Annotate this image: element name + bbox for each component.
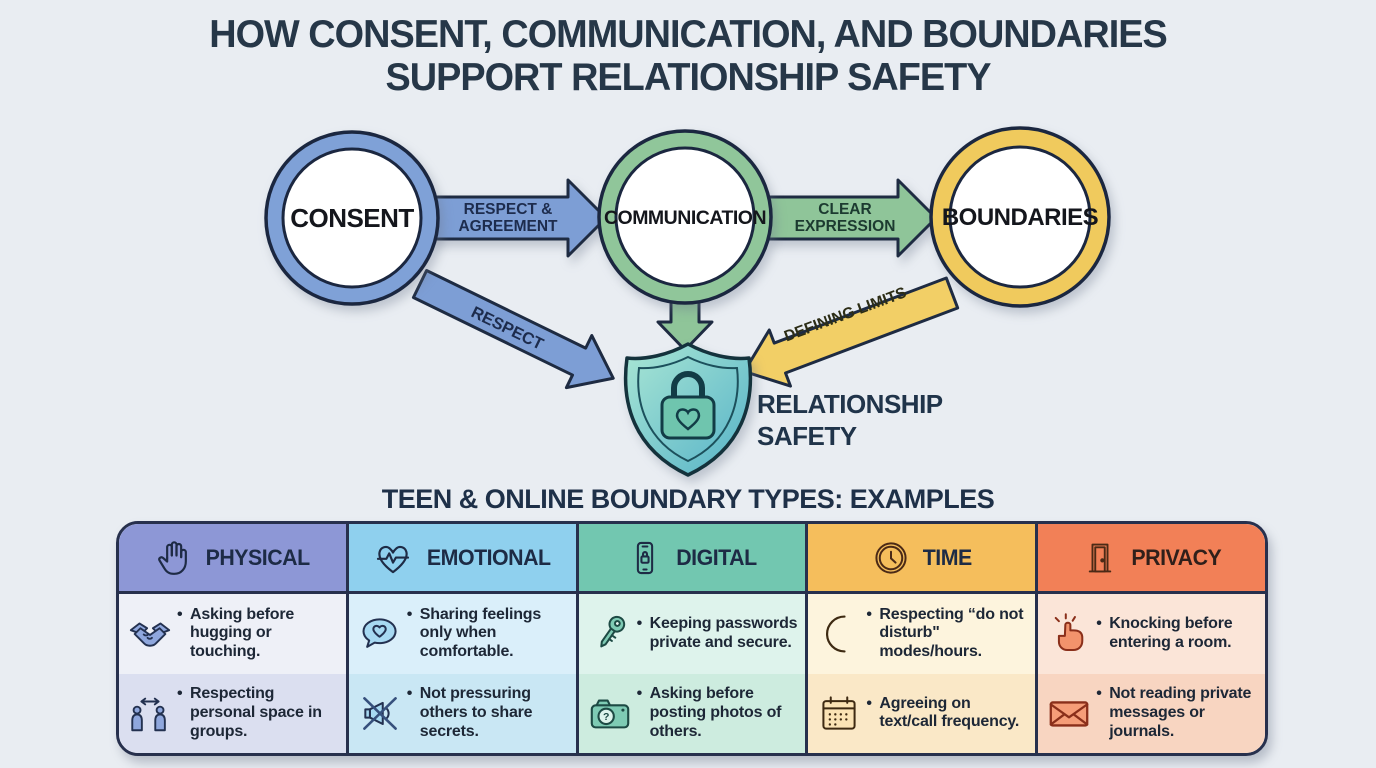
boundary-types-table: PHYSICAL Asking before hugging or touchi… — [116, 521, 1268, 756]
column-privacy-header: PRIVACY — [1038, 524, 1265, 594]
outcome-label-line1: RELATIONSHIP — [757, 389, 943, 419]
column-privacy-label: PRIVACY — [1131, 544, 1222, 570]
heart-pulse-icon — [372, 538, 414, 578]
table-title: TEEN & ONLINE BOUNDARY TYPES: EXAMPLES — [381, 484, 995, 514]
cell-privacy-2: Not reading private messages or journals… — [1038, 673, 1265, 753]
clock-icon — [871, 538, 911, 578]
shield-icon — [623, 342, 753, 477]
page-title-line1: HOW CONSENT, COMMUNICATION, AND BOUNDARI… — [209, 13, 1167, 56]
cell-emotional-1: Sharing feelings only when comfortable. — [348, 594, 576, 674]
personal-space-icon — [123, 690, 177, 736]
envelope-icon — [1042, 690, 1096, 736]
arrow-communication-to-boundaries — [766, 178, 938, 258]
cell-text: Agreeing on text/call frequency. — [866, 695, 1029, 732]
column-digital-header: DIGITAL — [578, 524, 806, 594]
arrow-consent-to-safety — [411, 269, 615, 390]
outcome-label-line2: SAFETY — [757, 421, 857, 451]
node-boundaries — [929, 126, 1111, 308]
flow-diagram: CONSENT COMMUNICATION BOUNDARIES RESPECT… — [264, 126, 1111, 477]
key-icon — [583, 612, 637, 656]
calendar-icon — [812, 691, 866, 735]
cell-text: Respecting “do not disturb" modes/hours. — [866, 606, 1029, 662]
column-physical-label: PHYSICAL — [205, 544, 311, 570]
cell-physical-1: Asking before hugging or touching. — [119, 594, 346, 674]
hand-icon — [153, 538, 193, 578]
phone-lock-icon — [626, 537, 664, 579]
column-privacy: PRIVACY Knocking before entering a room. — [1038, 524, 1265, 753]
node-consent — [264, 130, 440, 306]
column-emotional-header: EMOTIONAL — [348, 524, 576, 594]
page-title-line2: SUPPORT RELATIONSHIP SAFETY — [385, 55, 991, 99]
arrow-label-respect-agreement-1: RESPECT & — [464, 201, 553, 218]
svg-text:?: ? — [603, 711, 609, 723]
cell-text: Asking before hugging or touching. — [177, 606, 340, 662]
cell-time-2: Agreeing on text/call frequency. — [808, 673, 1036, 753]
cell-text: Not reading private messages or journals… — [1096, 685, 1259, 741]
column-emotional-label: EMOTIONAL — [426, 544, 551, 570]
arrow-consent-to-communication — [428, 178, 608, 258]
column-time-label: TIME — [922, 544, 973, 570]
column-time: TIME Respecting “do not disturb" modes/h… — [808, 524, 1039, 753]
cell-digital-1: Keeping passwords private and secure. — [578, 594, 806, 674]
cell-emotional-2: Not pressuring others to share secrets. — [348, 673, 576, 753]
cell-text: Asking before posting photos of others. — [637, 685, 800, 741]
column-time-header: TIME — [808, 524, 1036, 594]
node-communication — [597, 129, 773, 305]
cell-text: Not pressuring others to share secrets. — [407, 685, 570, 741]
speech-heart-icon — [353, 612, 407, 656]
node-boundaries-label: BOUNDARIES — [942, 204, 1099, 231]
column-emotional: EMOTIONAL Sharing feelings only when com… — [348, 524, 579, 753]
cell-time-1: Respecting “do not disturb" modes/hours. — [808, 594, 1036, 674]
cell-privacy-1: Knocking before entering a room. — [1038, 594, 1265, 674]
no-pressure-icon — [353, 691, 407, 735]
cell-text: Knocking before entering a room. — [1096, 615, 1259, 652]
cell-text: Keeping passwords private and secure. — [637, 615, 800, 652]
cell-physical-2: Respecting personal space in groups. — [119, 673, 346, 753]
moon-icon — [812, 612, 866, 656]
arrow-label-clear-expression-2: EXPRESSION — [795, 218, 896, 235]
column-physical: PHYSICAL Asking before hugging or touchi… — [119, 524, 349, 753]
cell-text: Respecting personal space in groups. — [177, 685, 340, 741]
cell-text: Sharing feelings only when comfortable. — [407, 606, 570, 662]
arrow-boundaries-to-safety — [742, 276, 960, 388]
column-digital: DIGITAL Keeping passwords private and se… — [578, 524, 809, 753]
camera-question-icon: ? — [583, 690, 637, 736]
column-physical-header: PHYSICAL — [119, 524, 346, 594]
cell-digital-2: ? Asking before posting photos of others… — [578, 673, 806, 753]
node-consent-label: CONSENT — [290, 203, 414, 233]
page-title: HOW CONSENT, COMMUNICATION, AND BOUNDARI… — [21, 13, 1356, 100]
arrow-label-clear-expression-1: CLEAR — [818, 201, 871, 218]
arrow-label-respect-agreement-2: AGREEMENT — [458, 218, 558, 235]
handshake-icon — [123, 611, 177, 657]
column-digital-label: DIGITAL — [676, 544, 757, 570]
door-icon — [1081, 537, 1119, 579]
lock-heart-icon — [660, 371, 716, 440]
knock-icon — [1042, 612, 1096, 656]
node-communication-label: COMMUNICATION — [604, 207, 766, 229]
